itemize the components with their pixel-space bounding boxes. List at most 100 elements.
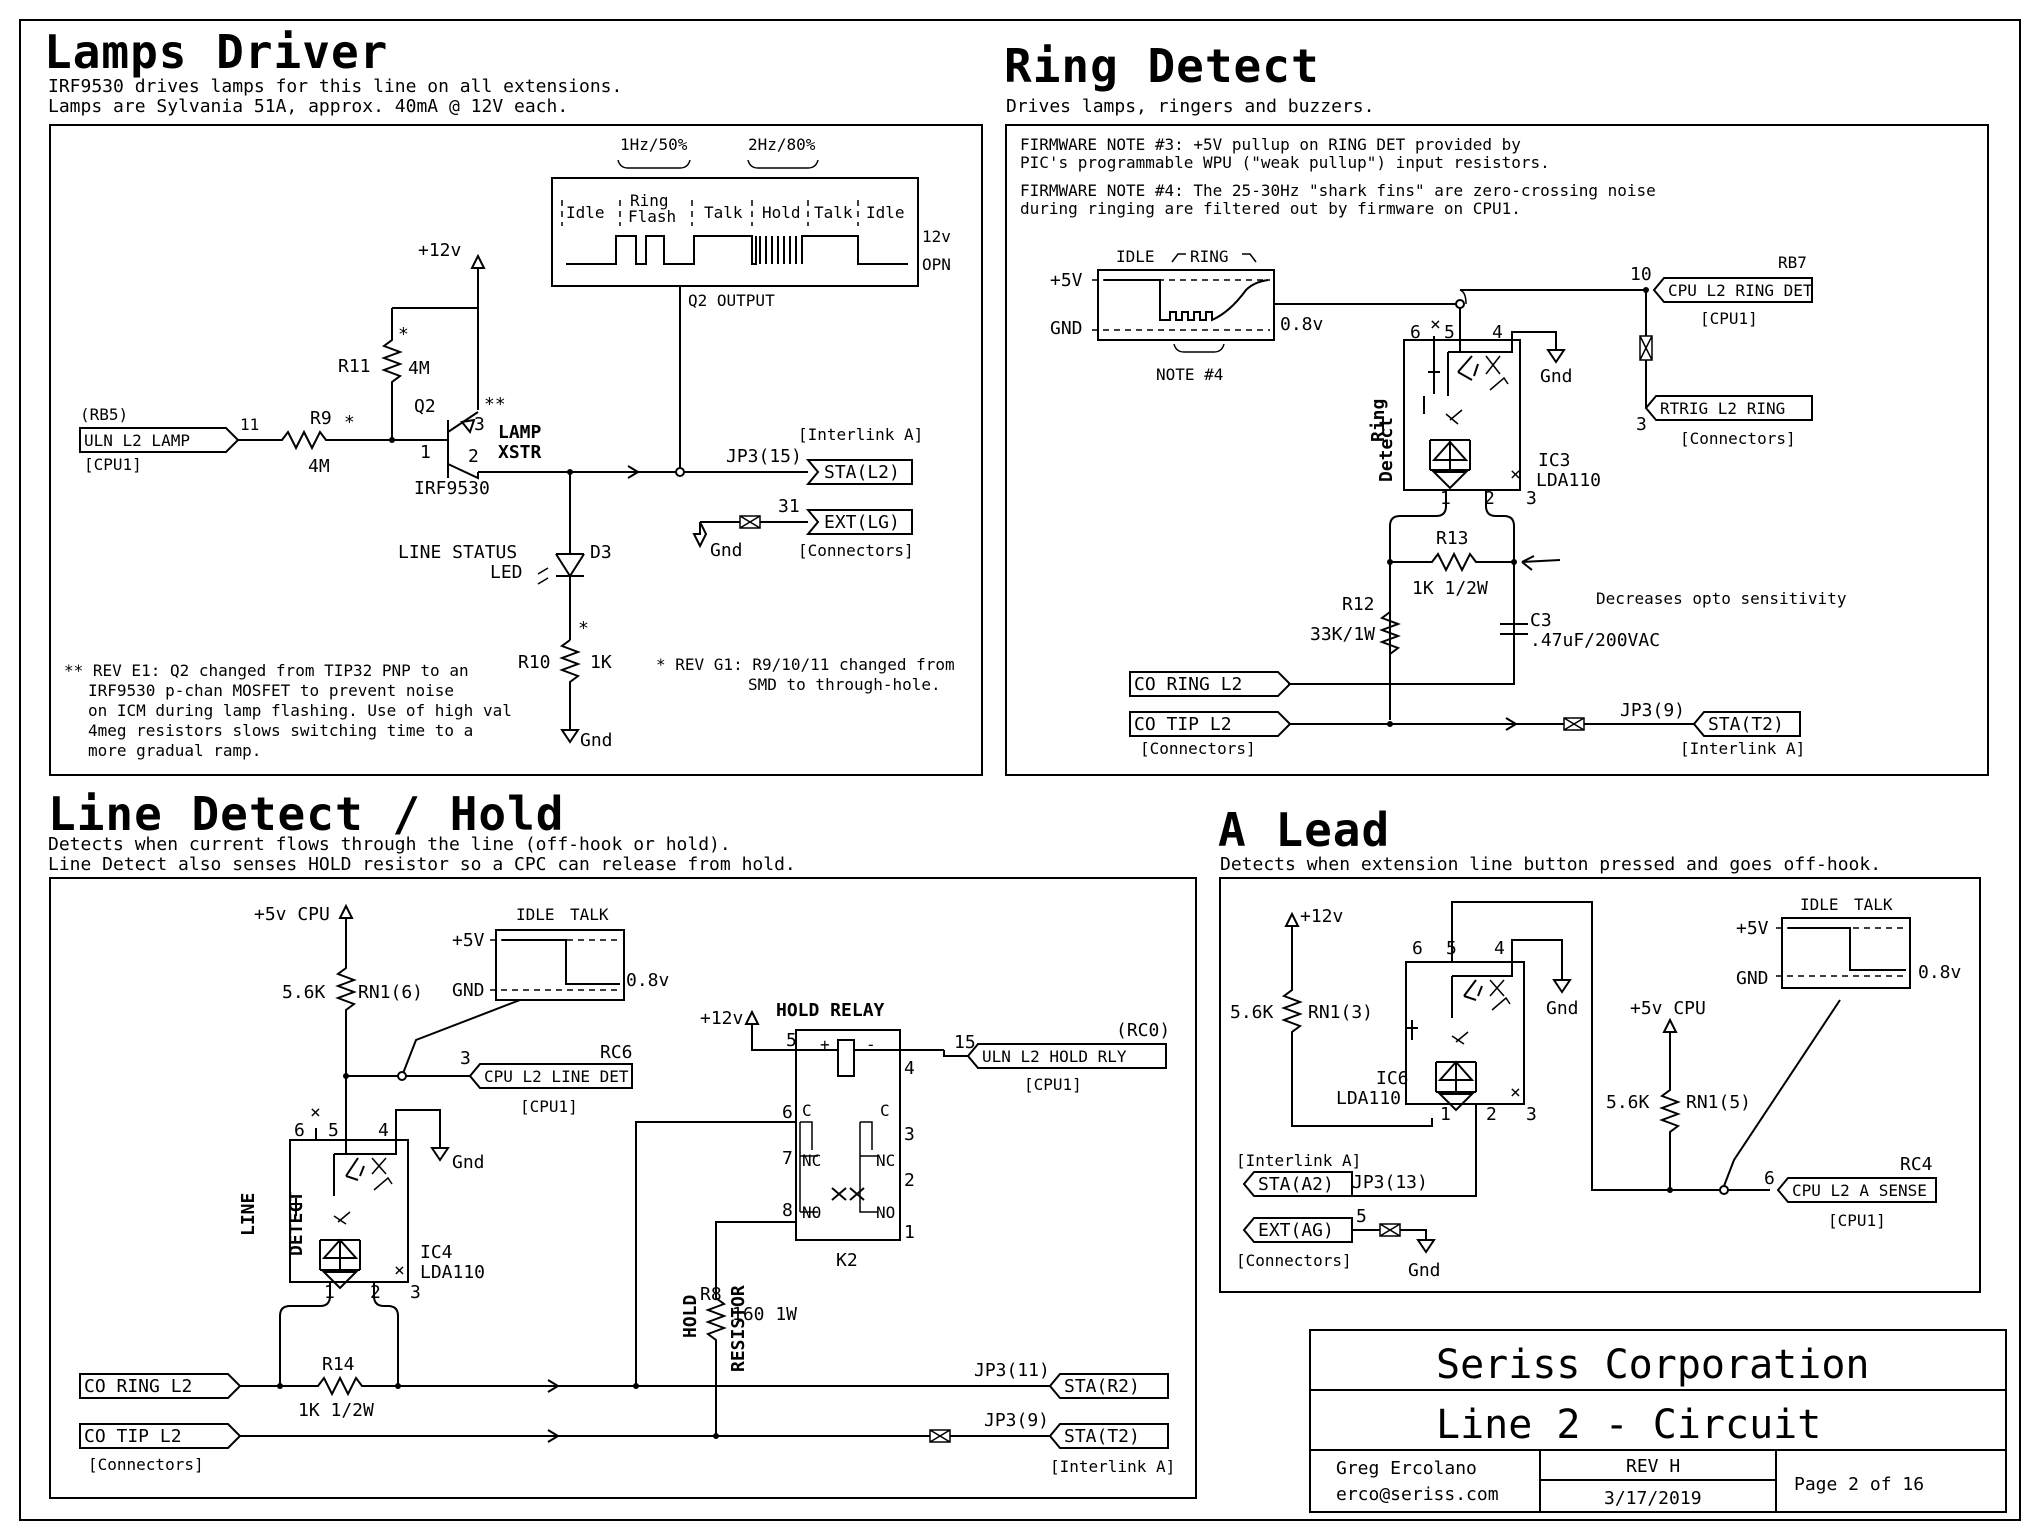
fw-note-4-2: during ringing are filtered out by firmw… xyxy=(1020,199,1521,218)
alead-connectors: [Connectors] xyxy=(1236,1251,1352,1270)
line-talk: TALK xyxy=(570,905,609,924)
note-rev-e1-4: 4meg resistors slows switching time to a xyxy=(88,721,473,740)
state-talk-2: Talk xyxy=(814,203,853,222)
state-talk: Talk xyxy=(704,203,743,222)
state-ring: Ring xyxy=(630,191,669,210)
r11-value: 4M xyxy=(408,358,430,379)
note-rev-e1-1: ** REV E1: Q2 changed from TIP32 PNP to … xyxy=(64,661,469,680)
alead-r56k-1: 5.6K xyxy=(1230,1002,1274,1023)
line-frame xyxy=(49,877,1197,1499)
line-connectors: [Connectors] xyxy=(88,1455,204,1474)
k2-no1: NO xyxy=(802,1203,821,1222)
note-rev-e1-5: more gradual ramp. xyxy=(88,741,261,760)
line-cpu1: [CPU1] xyxy=(520,1097,578,1116)
hold-resistor-label-1: HOLD xyxy=(680,1294,701,1338)
q2-double-star: ** xyxy=(484,394,506,415)
line-co-ring-text: CO RING L2 xyxy=(84,1376,192,1397)
r11-label: R11 xyxy=(338,356,371,377)
ic6-p1: 1 xyxy=(1440,1104,1451,1125)
lamps-frame xyxy=(49,124,983,776)
ring-plus5v: +5V xyxy=(1050,270,1083,291)
alead-plus5v-cpu: +5v CPU xyxy=(1630,998,1706,1019)
line-sta-r2-port xyxy=(1048,1373,1169,1399)
alead-desc: Detects when extension line button press… xyxy=(1220,854,1881,875)
note-rev-g1-1: * REV G1: R9/10/11 changed from xyxy=(656,655,955,674)
ic6-p6: 6 xyxy=(1412,938,1423,959)
k2-minus: - xyxy=(866,1035,876,1054)
line-co-ring-port xyxy=(79,1373,242,1399)
k2-p1: 1 xyxy=(904,1222,915,1243)
ring-ring-label: RING xyxy=(1190,247,1229,266)
alead-interlink: [Interlink A] xyxy=(1236,1151,1361,1170)
interlink-label: [Interlink A] xyxy=(798,425,923,444)
ic4-p3: 3 xyxy=(410,1282,421,1303)
ic3-label: IC3 xyxy=(1538,450,1571,471)
sta-l2-port xyxy=(805,459,913,485)
ic6-p4: 4 xyxy=(1494,938,1505,959)
ic3-lda110: LDA110 xyxy=(1536,470,1601,491)
k2-label: K2 xyxy=(836,1250,858,1271)
alead-plus12v: +12v xyxy=(1300,906,1343,927)
rb7-label: RB7 xyxy=(1778,253,1807,272)
line-sta-t2-port xyxy=(1048,1423,1169,1449)
line-jp3-11: JP3(11) xyxy=(974,1360,1050,1381)
line-co-tip-port xyxy=(79,1423,242,1449)
k2-c2: C xyxy=(880,1101,890,1120)
level-opn: OPN xyxy=(922,255,951,274)
r14-label: R14 xyxy=(322,1354,355,1375)
line-pin3: 3 xyxy=(460,1048,471,1069)
decreases-label: Decreases opto sensitivity xyxy=(1596,589,1847,608)
line-desc-2: Line Detect also senses HOLD resistor so… xyxy=(48,854,796,875)
k2-p6: 6 xyxy=(782,1102,793,1123)
a-lead-section: A Lead Detects when extension line butto… xyxy=(1218,803,1981,1293)
author-email: erco@seriss.com xyxy=(1336,1484,1499,1505)
line-desc-1: Detects when current flows through the l… xyxy=(48,834,731,855)
ic3-p6: 6 xyxy=(1410,322,1421,343)
r9-star: * xyxy=(344,412,355,433)
r9-label: R9 xyxy=(310,408,332,429)
relay-plus12v: +12v xyxy=(700,1008,743,1029)
line-interlink: [Interlink A] xyxy=(1050,1457,1175,1476)
ic3-x-2: × xyxy=(1510,464,1521,485)
line-plus5v-cpu: +5v CPU xyxy=(254,904,330,925)
k2-p4: 4 xyxy=(904,1058,915,1079)
ic3-body xyxy=(1403,339,1521,491)
ext-lg-port xyxy=(805,509,913,535)
alead-r56k-2: 5.6K xyxy=(1606,1092,1650,1113)
k2-p2: 2 xyxy=(904,1170,915,1191)
lamp-xstr-1: LAMP xyxy=(498,422,542,443)
pin11: 11 xyxy=(240,415,259,434)
page-number: Page 2 of 16 xyxy=(1794,1474,1924,1495)
line-08v: 0.8v xyxy=(626,970,669,991)
timing-1hz-label: 1Hz/50% xyxy=(620,135,688,154)
rtrig-port xyxy=(1644,395,1813,421)
ring-sta-t2-text: STA(T2) xyxy=(1708,714,1784,735)
document-title: Line 2 - Circuit xyxy=(1436,1402,1821,1448)
rtrig-text: RTRIG L2 RING xyxy=(1660,399,1785,418)
ic4-x: × xyxy=(310,1102,321,1123)
state-hold: Hold xyxy=(762,203,801,222)
r10-label: R10 xyxy=(518,652,551,673)
r11-star: * xyxy=(398,324,409,345)
k2-nc1: NC xyxy=(802,1151,821,1170)
relay-cpu1: [CPU1] xyxy=(1024,1075,1082,1094)
cpu-l2-ring-det-port xyxy=(1652,277,1813,303)
ic4-p5: 5 xyxy=(328,1120,339,1141)
ring-co-tip-port xyxy=(1129,711,1292,737)
alead-scope xyxy=(1781,917,1911,989)
alead-plus5v: +5V xyxy=(1736,918,1769,939)
k2-body xyxy=(795,1029,901,1241)
level-12v: 12v xyxy=(922,227,951,246)
q2-pin3: 3 xyxy=(474,414,485,435)
line-sta-t2-text: STA(T2) xyxy=(1064,1426,1140,1447)
ring-frame xyxy=(1005,124,1989,776)
ring-co-tip-text: CO TIP L2 xyxy=(1134,714,1232,735)
r10-value: 1K xyxy=(590,652,612,673)
alead-rn1-3: RN1(3) xyxy=(1308,1002,1373,1023)
k2-no2: NO xyxy=(876,1203,895,1222)
line-scope xyxy=(495,929,625,1001)
alead-sta-a2-port xyxy=(1242,1171,1353,1197)
alead-cpu1: [CPU1] xyxy=(1828,1211,1886,1230)
uln-l2-lamp-port xyxy=(79,427,240,453)
